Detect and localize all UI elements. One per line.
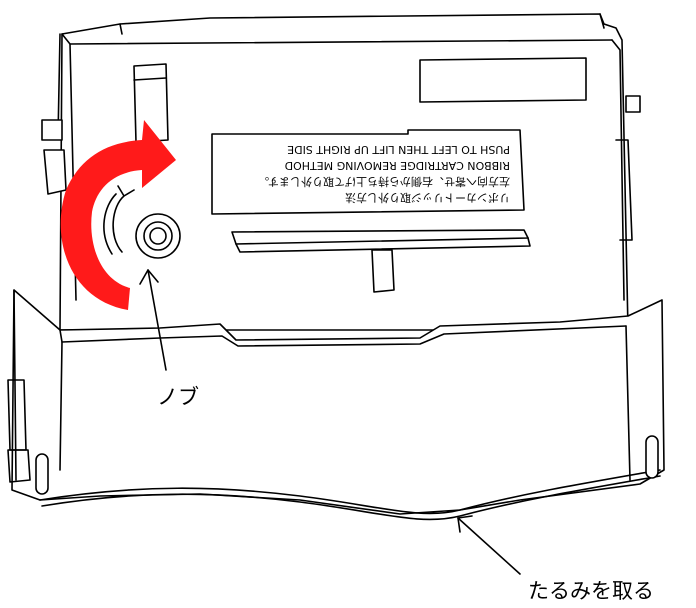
front-panel (7, 289, 665, 521)
slack-label: たるみを取る (528, 579, 654, 603)
knob (103, 185, 181, 259)
sticker-line-2: 左方向へ寄せ、右側から持ち上げて取り外します。 (258, 175, 510, 189)
slack-leader (457, 515, 521, 575)
sticker-line-4: PUSH TO LEFT THEN LIFT UP RIGHT SIDE (287, 143, 510, 156)
ribbon-guide (231, 229, 531, 293)
knob-label: ノブ (157, 385, 199, 409)
label-sticker: リボンカートリッジ取り外し方法 左方向へ寄せ、右側から持ち上げて取り外します。 … (211, 129, 525, 215)
sticker-line-1: リボンカートリッジ取り外し方法 (345, 191, 510, 205)
sticker-line-3: RIBBON CARTRIDGE REMOVING METHOD (285, 159, 510, 172)
knob-leader (139, 269, 167, 371)
rotation-arrow-icon (60, 120, 176, 310)
